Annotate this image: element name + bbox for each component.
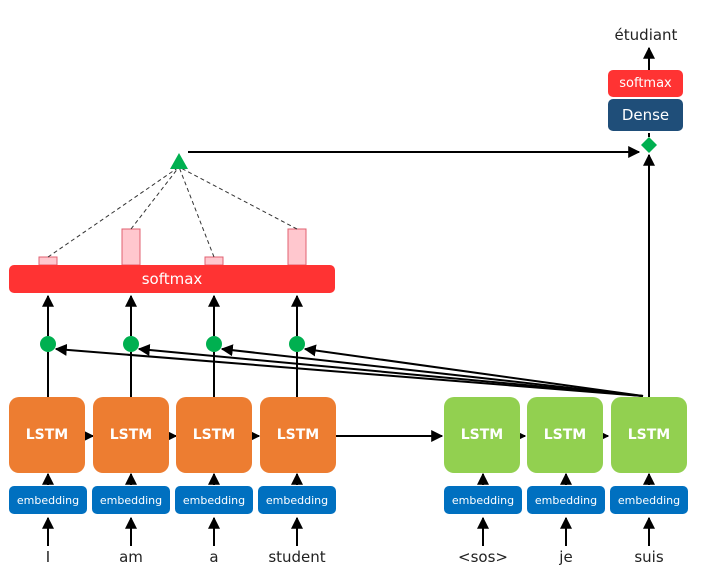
attention-dashed-line-1 [47,166,180,258]
decoder-state-to-score-arrows [54,343,644,397]
prediction-word: étudiant [614,26,678,44]
attention-weight-bar-3 [204,256,224,266]
encoder-embedding-2: embedding [92,486,170,514]
attention-weight-bars [38,228,307,266]
output-softmax: softmax [608,70,683,97]
decoder-lstm-1: LSTM [444,397,520,473]
attention-weight-bar-2 [121,228,141,266]
encoder-embedding-1: embedding [9,486,87,514]
arrow-dec-score-3 [220,344,644,397]
arrow-dec-score-1 [54,343,644,397]
attention-dashed-line-2 [130,166,180,230]
decoder-embedding-2: embedding [527,486,605,514]
attention-softmax: softmax [9,265,335,293]
attention-weight-bar-1 [38,256,58,266]
attention-weight-bar-4 [287,228,307,266]
encoder-lstm-2: LSTM [93,397,169,473]
embedding-to-lstm-arrows [42,472,655,485]
attention-dashed-line-4 [178,166,298,230]
dense-layer: Dense [608,99,683,131]
decoder-input-word-3: suis [634,548,664,566]
word-to-embedding-arrows [42,516,655,546]
attention-dashed-line-3 [178,166,215,258]
decoder-embedding-3: embedding [610,486,688,514]
encoder-embedding-3: embedding [175,486,253,514]
score-dot-3 [206,336,222,352]
arrow-dec-score-2 [137,344,644,397]
encoder-lstm-3: LSTM [176,397,252,473]
concat-diamond [641,137,657,153]
lstm-to-score-arrows [47,352,298,397]
attention-score-dots [40,336,305,352]
encoder-input-word-2: am [119,548,143,566]
decoder-embedding-1: embedding [444,486,522,514]
score-to-softmax-arrows [42,294,303,336]
encoder-input-word-1: I [45,548,51,566]
encoder-input-word-4: student [268,548,326,566]
score-dot-1 [40,336,56,352]
decoder-input-word-2: je [559,548,573,566]
attention-dashed-lines [47,166,298,258]
decoder-input-word-1: <sos> [458,548,508,566]
score-dot-4 [289,336,305,352]
decoder-lstm-2: LSTM [527,397,603,473]
context-vector-triangle [170,153,188,169]
arrow-dec-score-4 [303,344,644,397]
score-dot-2 [123,336,139,352]
encoder-input-word-3: a [209,548,219,566]
encoder-lstm-1: LSTM [9,397,85,473]
encoder-lstm-4: LSTM [260,397,336,473]
encoder-embedding-4: embedding [258,486,336,514]
decoder-lstm-3: LSTM [611,397,687,473]
